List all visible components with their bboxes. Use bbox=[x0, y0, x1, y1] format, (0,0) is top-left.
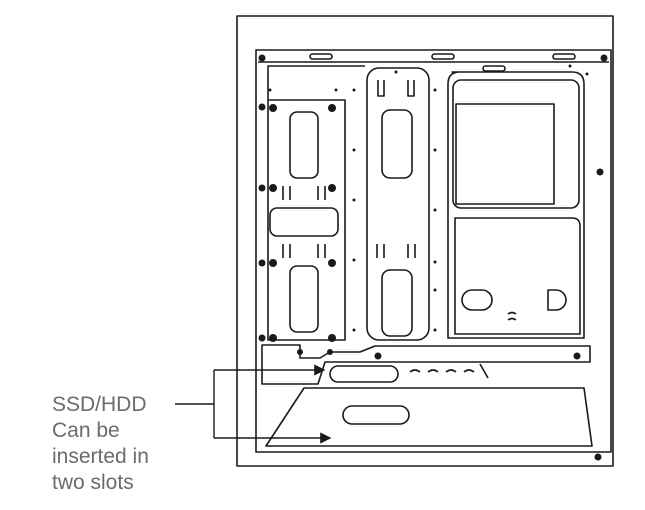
screw bbox=[596, 168, 604, 176]
screw bbox=[269, 104, 277, 112]
bottom-shroud bbox=[261, 344, 593, 447]
screw bbox=[269, 184, 277, 192]
screw bbox=[258, 334, 266, 342]
screw bbox=[328, 184, 336, 192]
callout-leader bbox=[175, 364, 332, 444]
screw bbox=[573, 352, 581, 360]
screw bbox=[297, 349, 303, 355]
center-mounting-plate bbox=[366, 67, 430, 341]
chassis-frame bbox=[255, 49, 612, 453]
screw bbox=[374, 352, 382, 360]
case-outer-panel bbox=[236, 15, 614, 467]
screw bbox=[269, 259, 277, 267]
screw bbox=[258, 103, 266, 111]
screw bbox=[327, 349, 333, 355]
callout-line-2: Can be bbox=[52, 419, 120, 442]
left-drive-cage bbox=[267, 65, 365, 341]
callout-line-3: inserted in bbox=[52, 445, 149, 468]
callout-line-4: two slots bbox=[52, 471, 134, 494]
screw bbox=[328, 259, 336, 267]
screw bbox=[328, 334, 336, 342]
callout-text: SSD/HDD Can be inserted in two slots bbox=[52, 392, 149, 496]
screw bbox=[594, 453, 602, 461]
top-rail bbox=[258, 53, 609, 72]
right-cutout-panel bbox=[447, 71, 585, 339]
callout-line-1: SSD/HDD bbox=[52, 393, 147, 416]
screw bbox=[258, 259, 266, 267]
mounting-holes bbox=[268, 64, 589, 332]
screw bbox=[600, 54, 608, 62]
screw bbox=[269, 334, 277, 342]
screw bbox=[258, 184, 266, 192]
screw bbox=[328, 104, 336, 112]
screws bbox=[258, 54, 608, 461]
screw bbox=[258, 54, 266, 62]
